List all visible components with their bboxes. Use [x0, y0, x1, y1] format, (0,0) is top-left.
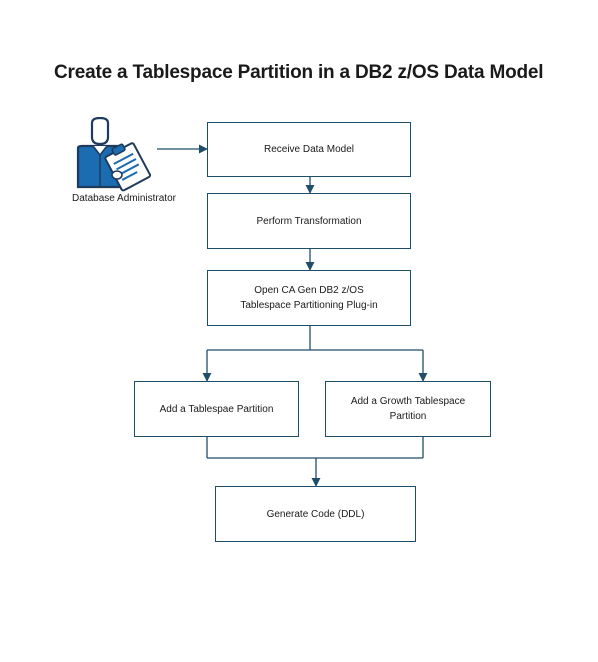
- step-add-tablespace-partition: Add a Tablespae Partition: [134, 381, 299, 437]
- step-add-growth-tablespace-partition: Add a Growth Tablespace Partition: [325, 381, 491, 437]
- step-perform-transformation: Perform Transformation: [207, 193, 411, 249]
- step-receive-data-model: Receive Data Model: [207, 122, 411, 177]
- step-open-plugin: Open CA Gen DB2 z/OS Tablespace Partitio…: [207, 270, 411, 326]
- role-label: Database Administrator: [72, 193, 176, 204]
- step-generate-code: Generate Code (DDL): [215, 486, 416, 542]
- page-title: Create a Tablespace Partition in a DB2 z…: [54, 62, 544, 83]
- database-administrator-icon: [76, 117, 152, 192]
